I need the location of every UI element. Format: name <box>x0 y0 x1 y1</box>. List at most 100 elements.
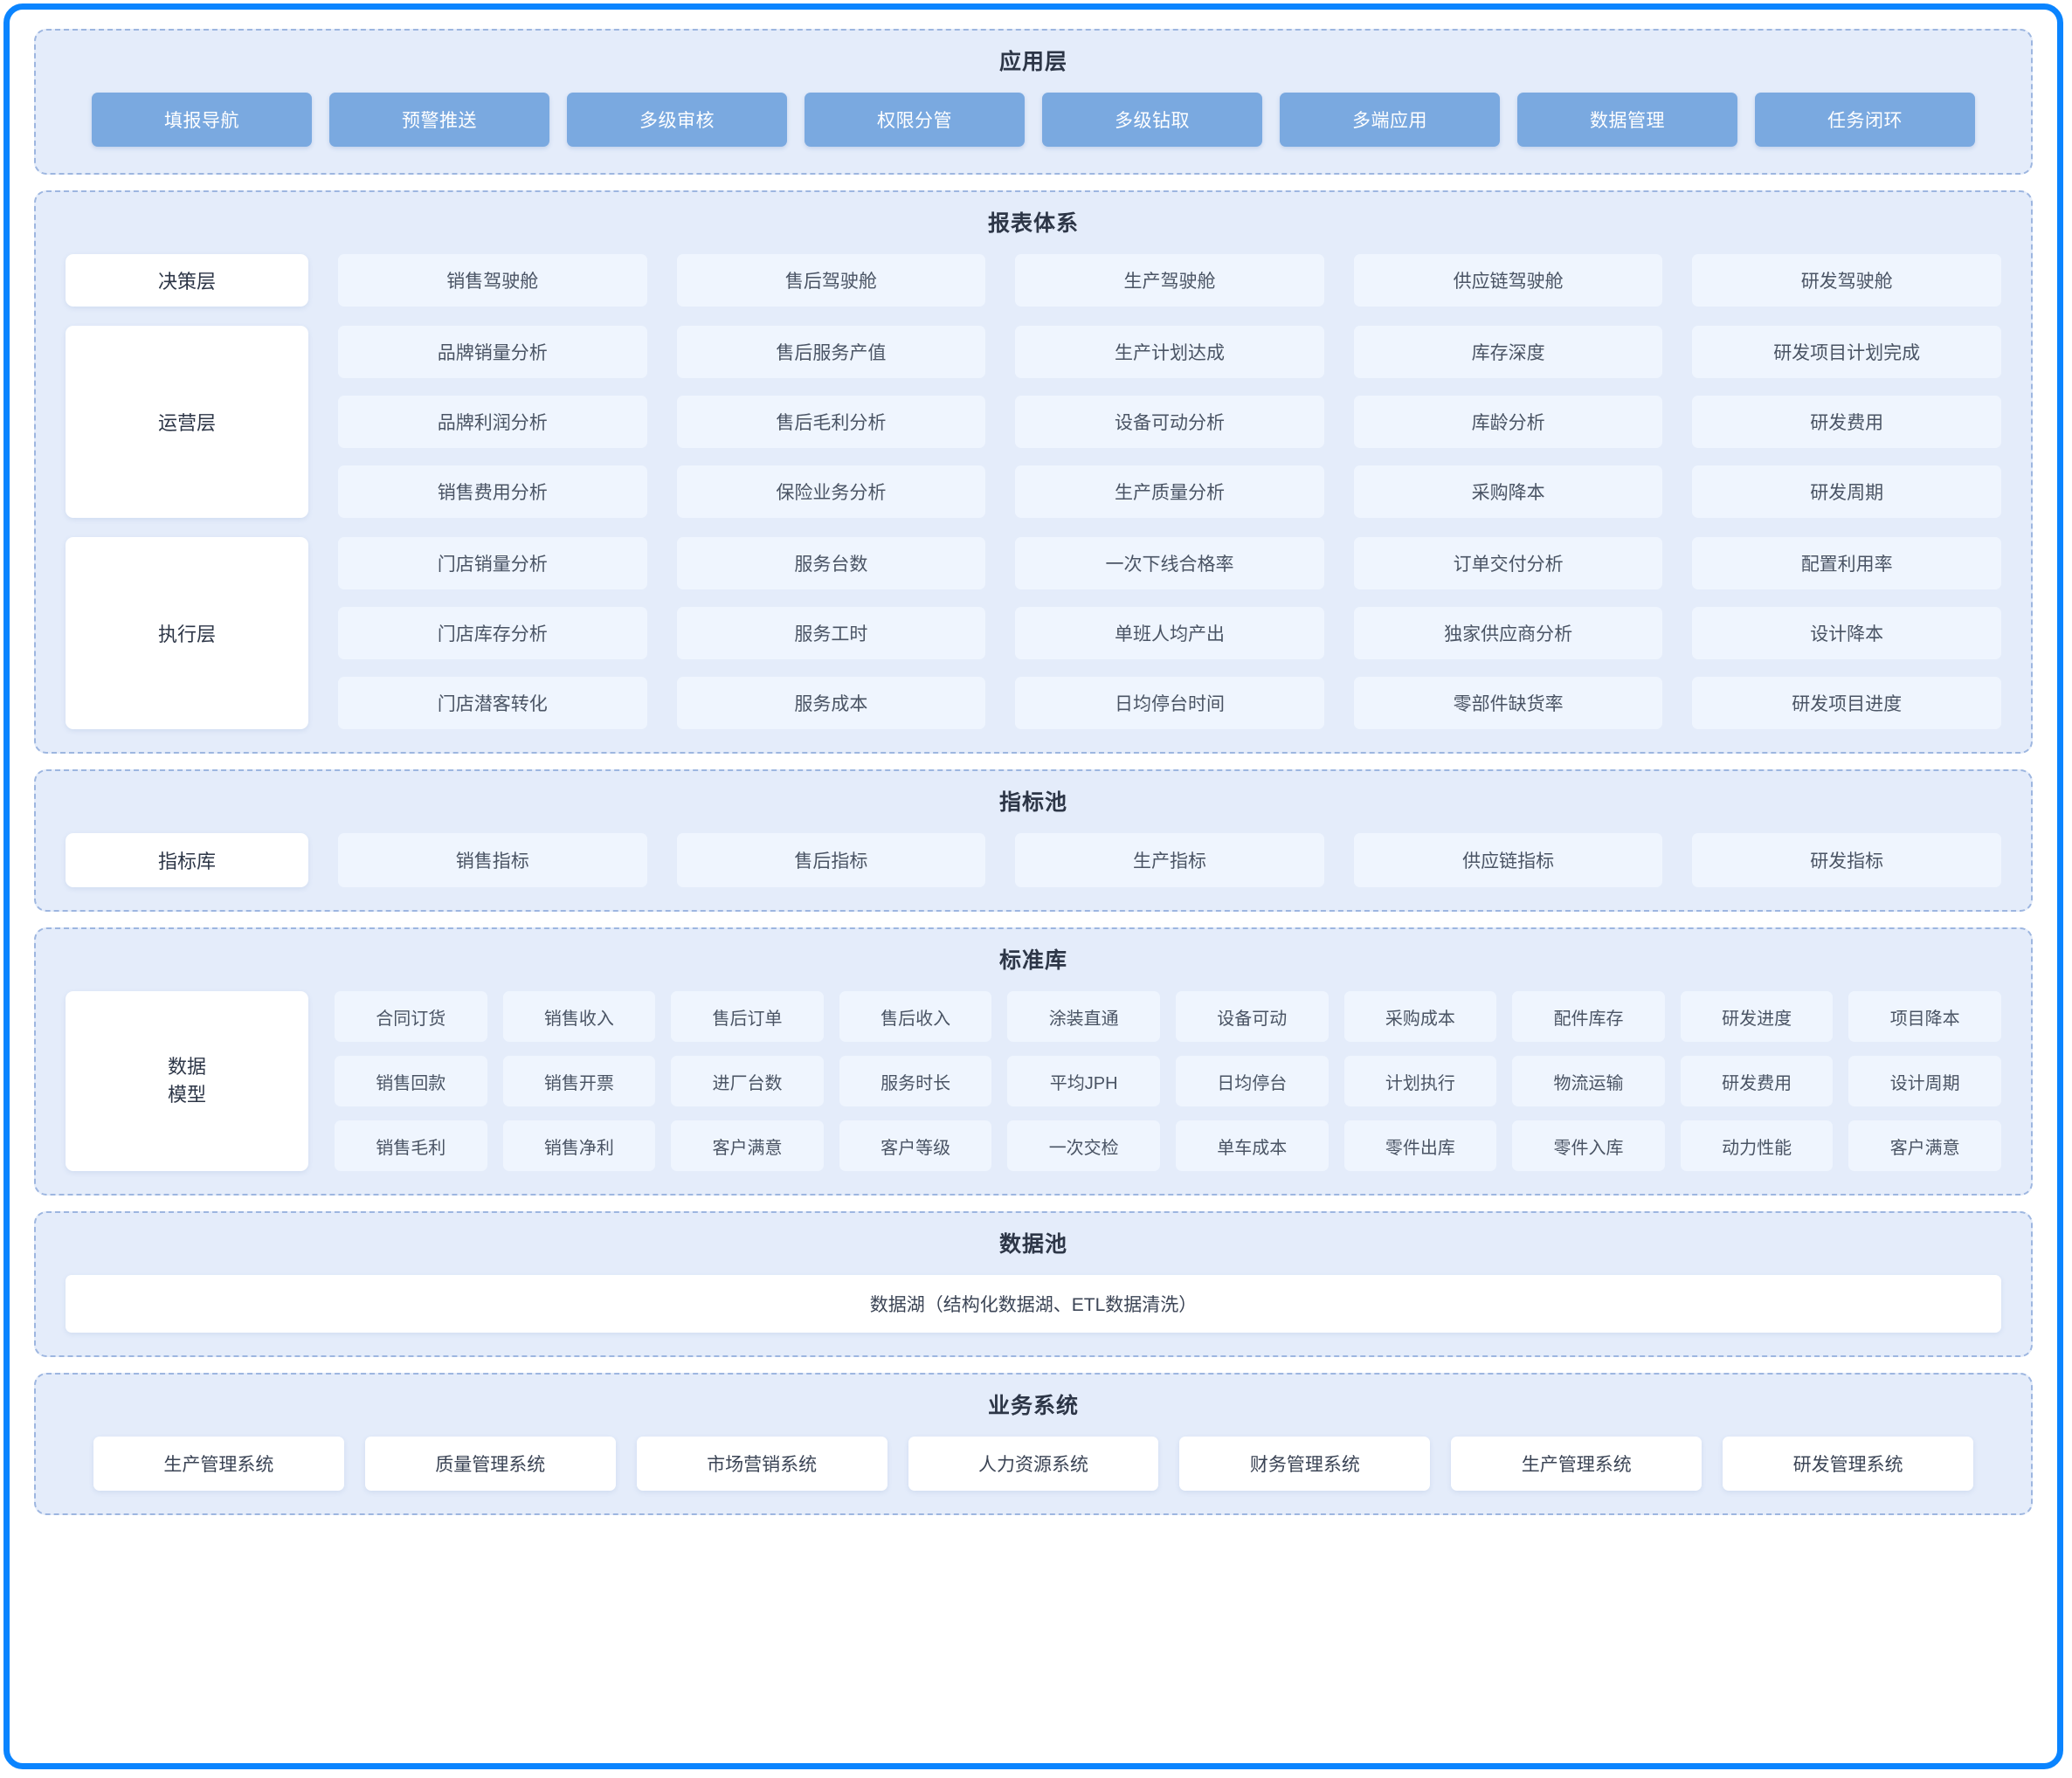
report-cell-1-10[interactable]: 销售费用分析 <box>338 465 647 518</box>
section-title-report-system: 报表体系 <box>987 211 1079 236</box>
data-model-cell-29[interactable]: 客户满意 <box>1848 1120 2001 1171</box>
report-cell-1-3[interactable]: 库存深度 <box>1353 326 1663 378</box>
data-model-cell-4[interactable]: 涂装直通 <box>1007 991 1160 1042</box>
data-model-cell-22[interactable]: 客户满意 <box>671 1120 824 1171</box>
business-system-chip-1[interactable]: 质量管理系统 <box>364 1437 616 1491</box>
business-system-chip-6[interactable]: 研发管理系统 <box>1723 1437 1974 1491</box>
data-model-cell-28[interactable]: 动力性能 <box>1680 1120 1834 1171</box>
report-cell-1-13[interactable]: 采购降本 <box>1353 465 1663 518</box>
data-model-cell-0[interactable]: 合同订货 <box>335 991 487 1042</box>
business-system-chip-3[interactable]: 人力资源系统 <box>908 1437 1159 1491</box>
report-cell-1-11[interactable]: 保险业务分析 <box>676 465 986 518</box>
data-model-cell-6[interactable]: 采购成本 <box>1343 991 1497 1042</box>
report-cell-2-10[interactable]: 门店潜客转化 <box>338 677 647 729</box>
data-model-cell-2[interactable]: 售后订单 <box>671 991 824 1042</box>
report-cell-2-14[interactable]: 研发项目进度 <box>1692 677 2001 729</box>
section-report-system: 报表体系 决策层销售驾驶舱售后驾驶舱生产驾驶舱供应链驾驶舱研发驾驶舱运营层品牌销… <box>34 190 2033 754</box>
app-layer-chip-2[interactable]: 多级审核 <box>567 93 787 147</box>
business-system-chip-4[interactable]: 财务管理系统 <box>1179 1437 1431 1491</box>
report-layer-label-2[interactable]: 执行层 <box>66 537 308 729</box>
data-model-cell-27[interactable]: 零件入库 <box>1512 1120 1665 1171</box>
report-cell-1-5[interactable]: 品牌利润分析 <box>338 396 647 448</box>
indicator-cell-2[interactable]: 生产指标 <box>1015 833 1324 887</box>
report-layer-label-0[interactable]: 决策层 <box>66 254 308 307</box>
business-system-chip-2[interactable]: 市场营销系统 <box>636 1437 888 1491</box>
report-cell-1-7[interactable]: 设备可动分析 <box>1015 396 1324 448</box>
data-model-cell-14[interactable]: 平均JPH <box>1007 1056 1160 1106</box>
report-cell-1-4[interactable]: 研发项目计划完成 <box>1692 326 2001 378</box>
data-model-cell-11[interactable]: 销售开票 <box>502 1056 656 1106</box>
indicator-cell-0[interactable]: 销售指标 <box>338 833 647 887</box>
indicator-cell-1[interactable]: 售后指标 <box>676 833 986 887</box>
report-layer-grid-2: 门店销量分析服务台数一次下线合格率订单交付分析配置利用率门店库存分析服务工时单班… <box>338 537 2001 729</box>
app-layer-chip-5[interactable]: 多端应用 <box>1280 93 1500 147</box>
section-title-data-pool: 数据池 <box>998 1232 1067 1257</box>
report-cell-0-2[interactable]: 生产驾驶舱 <box>1015 254 1324 307</box>
data-model-cell-13[interactable]: 服务时长 <box>839 1056 992 1106</box>
data-model-cell-26[interactable]: 零件出库 <box>1343 1120 1497 1171</box>
data-model-cell-20[interactable]: 销售毛利 <box>335 1120 487 1171</box>
data-lake-bar[interactable]: 数据湖（结构化数据湖、ETL数据清洗） <box>66 1275 2001 1333</box>
report-cell-2-7[interactable]: 单班人均产出 <box>1015 607 1324 659</box>
report-cell-1-8[interactable]: 库龄分析 <box>1353 396 1663 448</box>
data-model-cell-10[interactable]: 销售回款 <box>335 1056 487 1106</box>
app-layer-chip-6[interactable]: 数据管理 <box>1517 93 1737 147</box>
data-model-cell-15[interactable]: 日均停台 <box>1176 1056 1329 1106</box>
data-model-cell-21[interactable]: 销售净利 <box>502 1120 656 1171</box>
report-cell-1-6[interactable]: 售后毛利分析 <box>676 396 986 448</box>
data-model-cell-5[interactable]: 设备可动 <box>1176 991 1329 1042</box>
report-cell-2-8[interactable]: 独家供应商分析 <box>1353 607 1663 659</box>
report-cell-1-9[interactable]: 研发费用 <box>1692 396 2001 448</box>
data-model-label-line1: 数据 <box>167 1056 206 1079</box>
app-layer-chip-1[interactable]: 预警推送 <box>329 93 549 147</box>
report-cell-0-4[interactable]: 研发驾驶舱 <box>1692 254 2001 307</box>
report-cell-2-9[interactable]: 设计降本 <box>1692 607 2001 659</box>
report-cell-0-0[interactable]: 销售驾驶舱 <box>338 254 647 307</box>
report-cell-1-0[interactable]: 品牌销量分析 <box>338 326 647 378</box>
report-cell-2-1[interactable]: 服务台数 <box>676 537 986 589</box>
app-layer-chip-3[interactable]: 权限分管 <box>805 93 1025 147</box>
business-system-chip-5[interactable]: 生产管理系统 <box>1451 1437 1702 1491</box>
data-model-cell-8[interactable]: 研发进度 <box>1680 991 1834 1042</box>
data-model-cell-16[interactable]: 计划执行 <box>1343 1056 1497 1106</box>
data-model-cell-3[interactable]: 售后收入 <box>839 991 992 1042</box>
report-cell-1-2[interactable]: 生产计划达成 <box>1015 326 1324 378</box>
indicator-cell-4[interactable]: 研发指标 <box>1692 833 2001 887</box>
indicator-library-label[interactable]: 指标库 <box>66 833 308 887</box>
report-system-blocks: 决策层销售驾驶舱售后驾驶舱生产驾驶舱供应链驾驶舱研发驾驶舱运营层品牌销量分析售后… <box>66 254 2001 729</box>
report-cell-0-1[interactable]: 售后驾驶舱 <box>676 254 986 307</box>
report-cell-0-3[interactable]: 供应链驾驶舱 <box>1353 254 1663 307</box>
report-layer-label-1[interactable]: 运营层 <box>66 326 308 518</box>
report-cell-2-2[interactable]: 一次下线合格率 <box>1015 537 1324 589</box>
data-model-cell-19[interactable]: 设计周期 <box>1848 1056 2001 1106</box>
data-model-cell-7[interactable]: 配件库存 <box>1512 991 1665 1042</box>
report-cell-2-12[interactable]: 日均停台时间 <box>1015 677 1324 729</box>
data-model-cell-25[interactable]: 单车成本 <box>1176 1120 1329 1171</box>
report-cell-2-13[interactable]: 零部件缺货率 <box>1353 677 1663 729</box>
report-cell-2-0[interactable]: 门店销量分析 <box>338 537 647 589</box>
data-model-cell-9[interactable]: 项目降本 <box>1848 991 2001 1042</box>
report-cell-2-11[interactable]: 服务成本 <box>676 677 986 729</box>
report-cell-2-4[interactable]: 配置利用率 <box>1692 537 2001 589</box>
report-cell-2-6[interactable]: 服务工时 <box>676 607 986 659</box>
architecture-diagram-frame: 应用层 填报导航预警推送多级审核权限分管多级钻取多端应用数据管理任务闭环 报表体… <box>3 3 2063 1769</box>
data-model-cell-23[interactable]: 客户等级 <box>839 1120 992 1171</box>
report-cell-1-14[interactable]: 研发周期 <box>1692 465 2001 518</box>
data-model-cell-12[interactable]: 进厂台数 <box>671 1056 824 1106</box>
application-layer-chip-row: 填报导航预警推送多级审核权限分管多级钻取多端应用数据管理任务闭环 <box>66 93 2001 150</box>
report-cell-1-12[interactable]: 生产质量分析 <box>1015 465 1324 518</box>
section-business-systems: 业务系统 生产管理系统质量管理系统市场营销系统人力资源系统财务管理系统生产管理系… <box>34 1373 2033 1515</box>
data-model-cell-18[interactable]: 研发费用 <box>1680 1056 1834 1106</box>
data-model-label[interactable]: 数据 模型 <box>66 991 308 1171</box>
business-system-chip-0[interactable]: 生产管理系统 <box>93 1437 344 1491</box>
app-layer-chip-0[interactable]: 填报导航 <box>92 93 312 147</box>
data-model-cell-17[interactable]: 物流运输 <box>1512 1056 1665 1106</box>
report-cell-2-3[interactable]: 订单交付分析 <box>1353 537 1663 589</box>
indicator-cell-3[interactable]: 供应链指标 <box>1353 833 1663 887</box>
report-cell-1-1[interactable]: 售后服务产值 <box>676 326 986 378</box>
app-layer-chip-4[interactable]: 多级钻取 <box>1042 93 1262 147</box>
data-model-cell-24[interactable]: 一次交检 <box>1007 1120 1160 1171</box>
data-model-cell-1[interactable]: 销售收入 <box>502 991 656 1042</box>
report-cell-2-5[interactable]: 门店库存分析 <box>338 607 647 659</box>
app-layer-chip-7[interactable]: 任务闭环 <box>1755 93 1975 147</box>
